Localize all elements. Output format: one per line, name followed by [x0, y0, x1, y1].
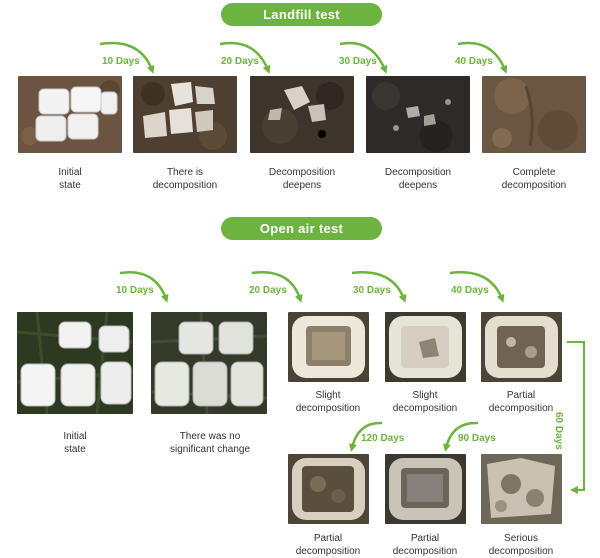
landfill-test-title: Landfill test: [221, 3, 382, 26]
open-photo-40-days: [481, 312, 562, 382]
landfill-photo-20-days: [250, 76, 354, 153]
open-caption-4: Slight decomposition: [392, 390, 458, 414]
arrow-60-days: [567, 341, 585, 494]
open-caption-2: There was no significant change: [169, 431, 251, 455]
open-photo-10-days: [151, 312, 267, 414]
open-bottom-caption-2: Partial decomposition: [392, 533, 458, 557]
open-photo-20-days: [288, 312, 369, 382]
open-photo-initial: [17, 312, 133, 414]
open-bottom-caption-3: Serious decomposition: [488, 533, 554, 557]
open-photo-30-days: [385, 312, 466, 382]
landfill-interval-2: 20 Days: [221, 56, 259, 67]
open-interval-120: 120 Days: [361, 433, 405, 444]
landfill-photo-10-days: [133, 76, 237, 153]
landfill-caption-1: Initial state: [58, 167, 82, 191]
landfill-interval-4: 40 Days: [455, 56, 493, 67]
open-interval-3: 30 Days: [353, 285, 391, 296]
landfill-photo-40-days: [482, 76, 586, 153]
open-caption-3: Slight decomposition: [295, 390, 361, 414]
landfill-photo-30-days: [366, 76, 470, 153]
landfill-photo-initial: [18, 76, 122, 153]
landfill-caption-2: There is decomposition: [152, 167, 218, 191]
open-caption-5: Partial decomposition: [488, 390, 554, 414]
open-bottom-caption-1: Partial decomposition: [295, 533, 361, 557]
open-air-test-title: Open air test: [221, 217, 382, 240]
landfill-caption-3: Decomposition deepens: [268, 167, 336, 191]
landfill-caption-4: Decomposition deepens: [384, 167, 452, 191]
open-interval-90: 90 Days: [458, 433, 496, 444]
open-interval-2: 20 Days: [249, 285, 287, 296]
open-photo-120-days: [288, 454, 369, 524]
open-interval-4: 40 Days: [451, 285, 489, 296]
landfill-interval-1: 10 Days: [102, 56, 140, 67]
open-interval-1: 10 Days: [116, 285, 154, 296]
landfill-interval-3: 30 Days: [339, 56, 377, 67]
landfill-caption-5: Complete decomposition: [501, 167, 567, 191]
open-photo-serious: [481, 454, 562, 524]
open-caption-1: Initial state: [63, 431, 87, 455]
open-photo-90-days: [385, 454, 466, 524]
